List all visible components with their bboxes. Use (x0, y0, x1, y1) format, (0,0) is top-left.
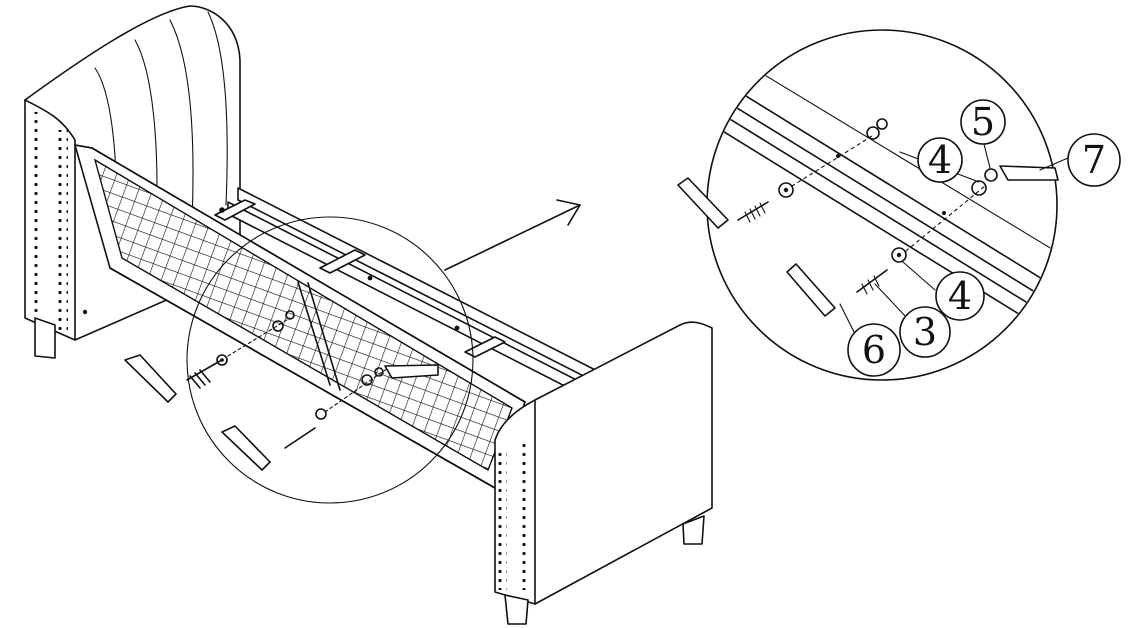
callout-6: 6 (847, 323, 901, 377)
detail-circle (124, 216, 474, 504)
nailhead-trim (30, 112, 42, 312)
magnified-detail: 5 4 7 4 3 6 (677, 29, 1121, 381)
callout-4-upper: 4 (917, 137, 963, 183)
svg-text:5: 5 (971, 100, 995, 144)
svg-text:4: 4 (948, 274, 972, 318)
nailhead-trim (520, 440, 530, 590)
bed-frame (24, 5, 713, 625)
slat-panel (74, 144, 526, 489)
nailhead-trim (497, 450, 507, 590)
callout-7: 7 (1067, 133, 1121, 187)
svg-text:7: 7 (1082, 138, 1106, 182)
zoom-arrow (444, 199, 581, 271)
callout-3: 3 (899, 306, 951, 358)
svg-text:3: 3 (913, 310, 937, 354)
svg-text:6: 6 (862, 328, 886, 372)
callout-5: 5 (960, 99, 1006, 145)
footboard (494, 321, 713, 625)
nailhead-trim (58, 130, 68, 330)
svg-text:4: 4 (928, 138, 952, 182)
callout-4-lower: 4 (935, 271, 985, 321)
